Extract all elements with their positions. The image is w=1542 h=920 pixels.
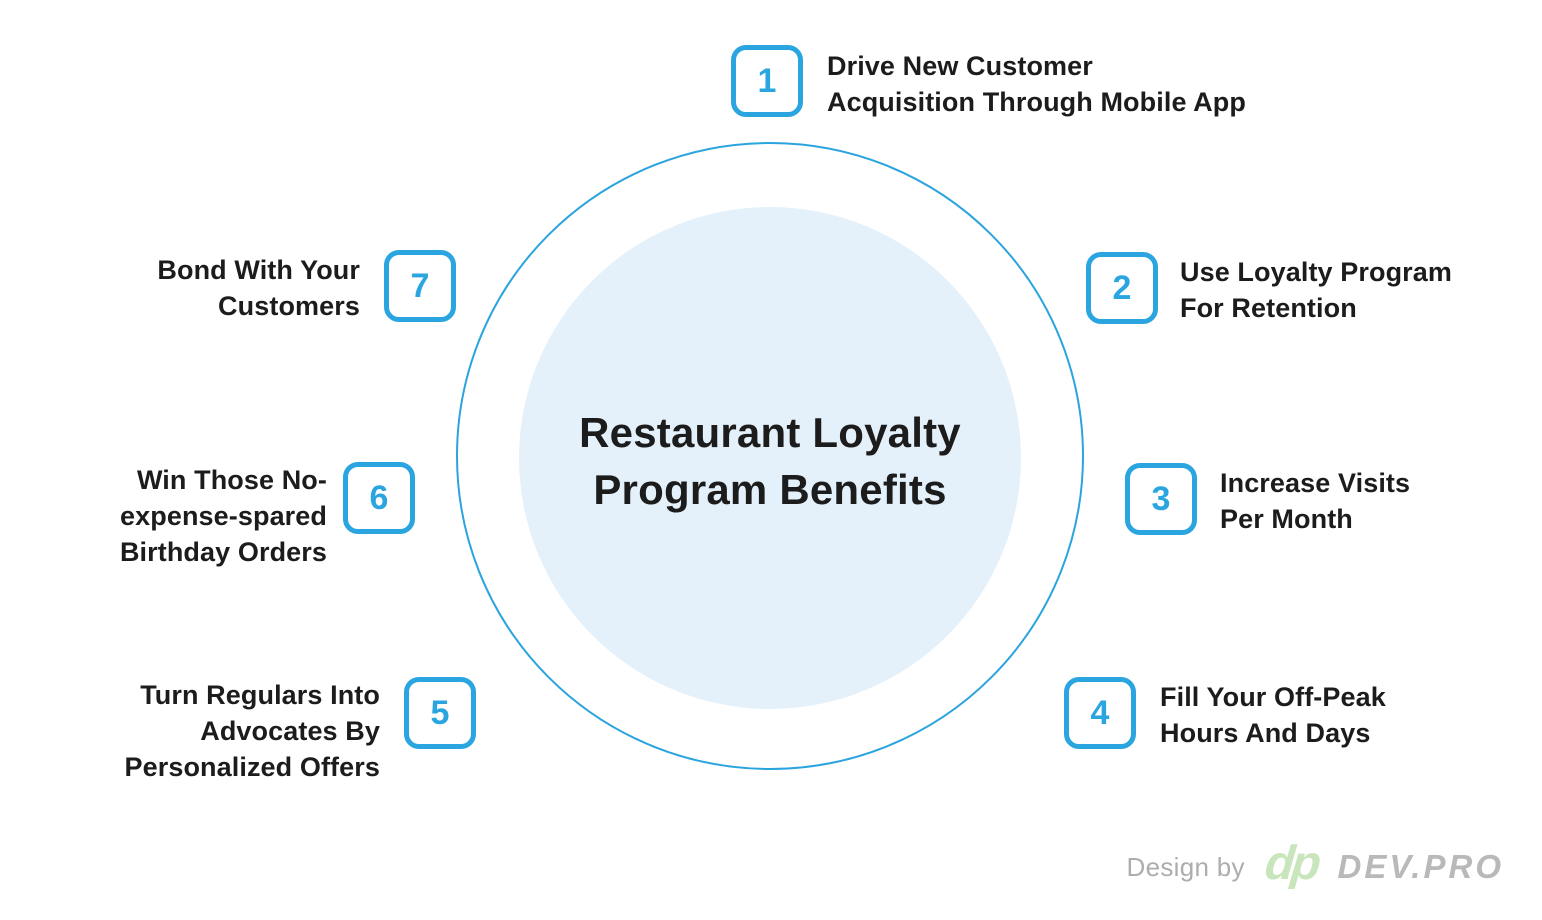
step-label-5-line3: Personalized Offers (124, 752, 380, 782)
step-box-3: 3 (1125, 463, 1197, 535)
step-box-6: 6 (343, 462, 415, 534)
design-by-text: Design by (1126, 851, 1245, 882)
devpro-dp-logo-icon: dp (1262, 837, 1321, 890)
step-box-4: 4 (1064, 677, 1136, 749)
step-label-6-line1: Win Those No- (136, 465, 327, 495)
step-number-6: 6 (369, 478, 389, 517)
center-circle (519, 207, 1021, 709)
step-box-2: 2 (1086, 252, 1158, 324)
step-number-3: 3 (1151, 479, 1171, 518)
step-label-5-line2: Advocates By (200, 716, 380, 746)
step-label-3: Increase Visits Per Month (1220, 465, 1410, 537)
step-label-1: Drive New Customer Acquisition Through M… (827, 48, 1246, 120)
step-label-6-line3: Birthday Orders (119, 537, 327, 567)
step-label-5: Turn Regulars Into Advocates By Personal… (125, 677, 381, 785)
step-label-3-line2: Per Month (1220, 504, 1353, 534)
step-label-2-line1: Use Loyalty Program (1180, 257, 1452, 287)
step-label-7-line2: Customers (218, 291, 360, 321)
step-number-4: 4 (1090, 693, 1110, 732)
step-label-2: Use Loyalty Program For Retention (1180, 254, 1452, 326)
step-box-5: 5 (404, 677, 476, 749)
devpro-brand-name: DEV.PRO (1337, 848, 1504, 885)
step-number-1: 1 (757, 61, 777, 100)
diagram-title-line1: Restaurant Loyalty (579, 409, 961, 456)
step-box-7: 7 (384, 250, 456, 322)
diagram-title: Restaurant Loyalty Program Benefits (469, 404, 1071, 518)
step-number-2: 2 (1112, 268, 1132, 307)
step-label-7-line1: Bond With Your (157, 255, 360, 285)
step-label-4: Fill Your Off-Peak Hours And Days (1160, 679, 1386, 751)
step-label-2-line2: For Retention (1180, 293, 1357, 323)
outer-ring (456, 142, 1084, 770)
step-label-6: Win Those No- expense-spared Birthday Or… (120, 462, 327, 570)
step-label-1-line2: Acquisition Through Mobile App (827, 87, 1246, 117)
step-label-6-line2: expense-spared (120, 501, 327, 531)
step-label-4-line2: Hours And Days (1160, 718, 1371, 748)
step-label-1-line1: Drive New Customer (827, 51, 1093, 81)
step-number-5: 5 (430, 693, 450, 732)
step-box-1: 1 (731, 45, 803, 117)
footer-credit: Design by dp DEV.PRO (1126, 837, 1504, 893)
step-number-7: 7 (410, 266, 430, 305)
step-label-5-line1: Turn Regulars Into (140, 680, 380, 710)
step-label-7: Bond With Your Customers (157, 252, 360, 324)
step-label-3-line1: Increase Visits (1220, 468, 1411, 498)
step-label-4-line1: Fill Your Off-Peak (1160, 682, 1386, 712)
diagram-title-line2: Program Benefits (593, 466, 947, 513)
